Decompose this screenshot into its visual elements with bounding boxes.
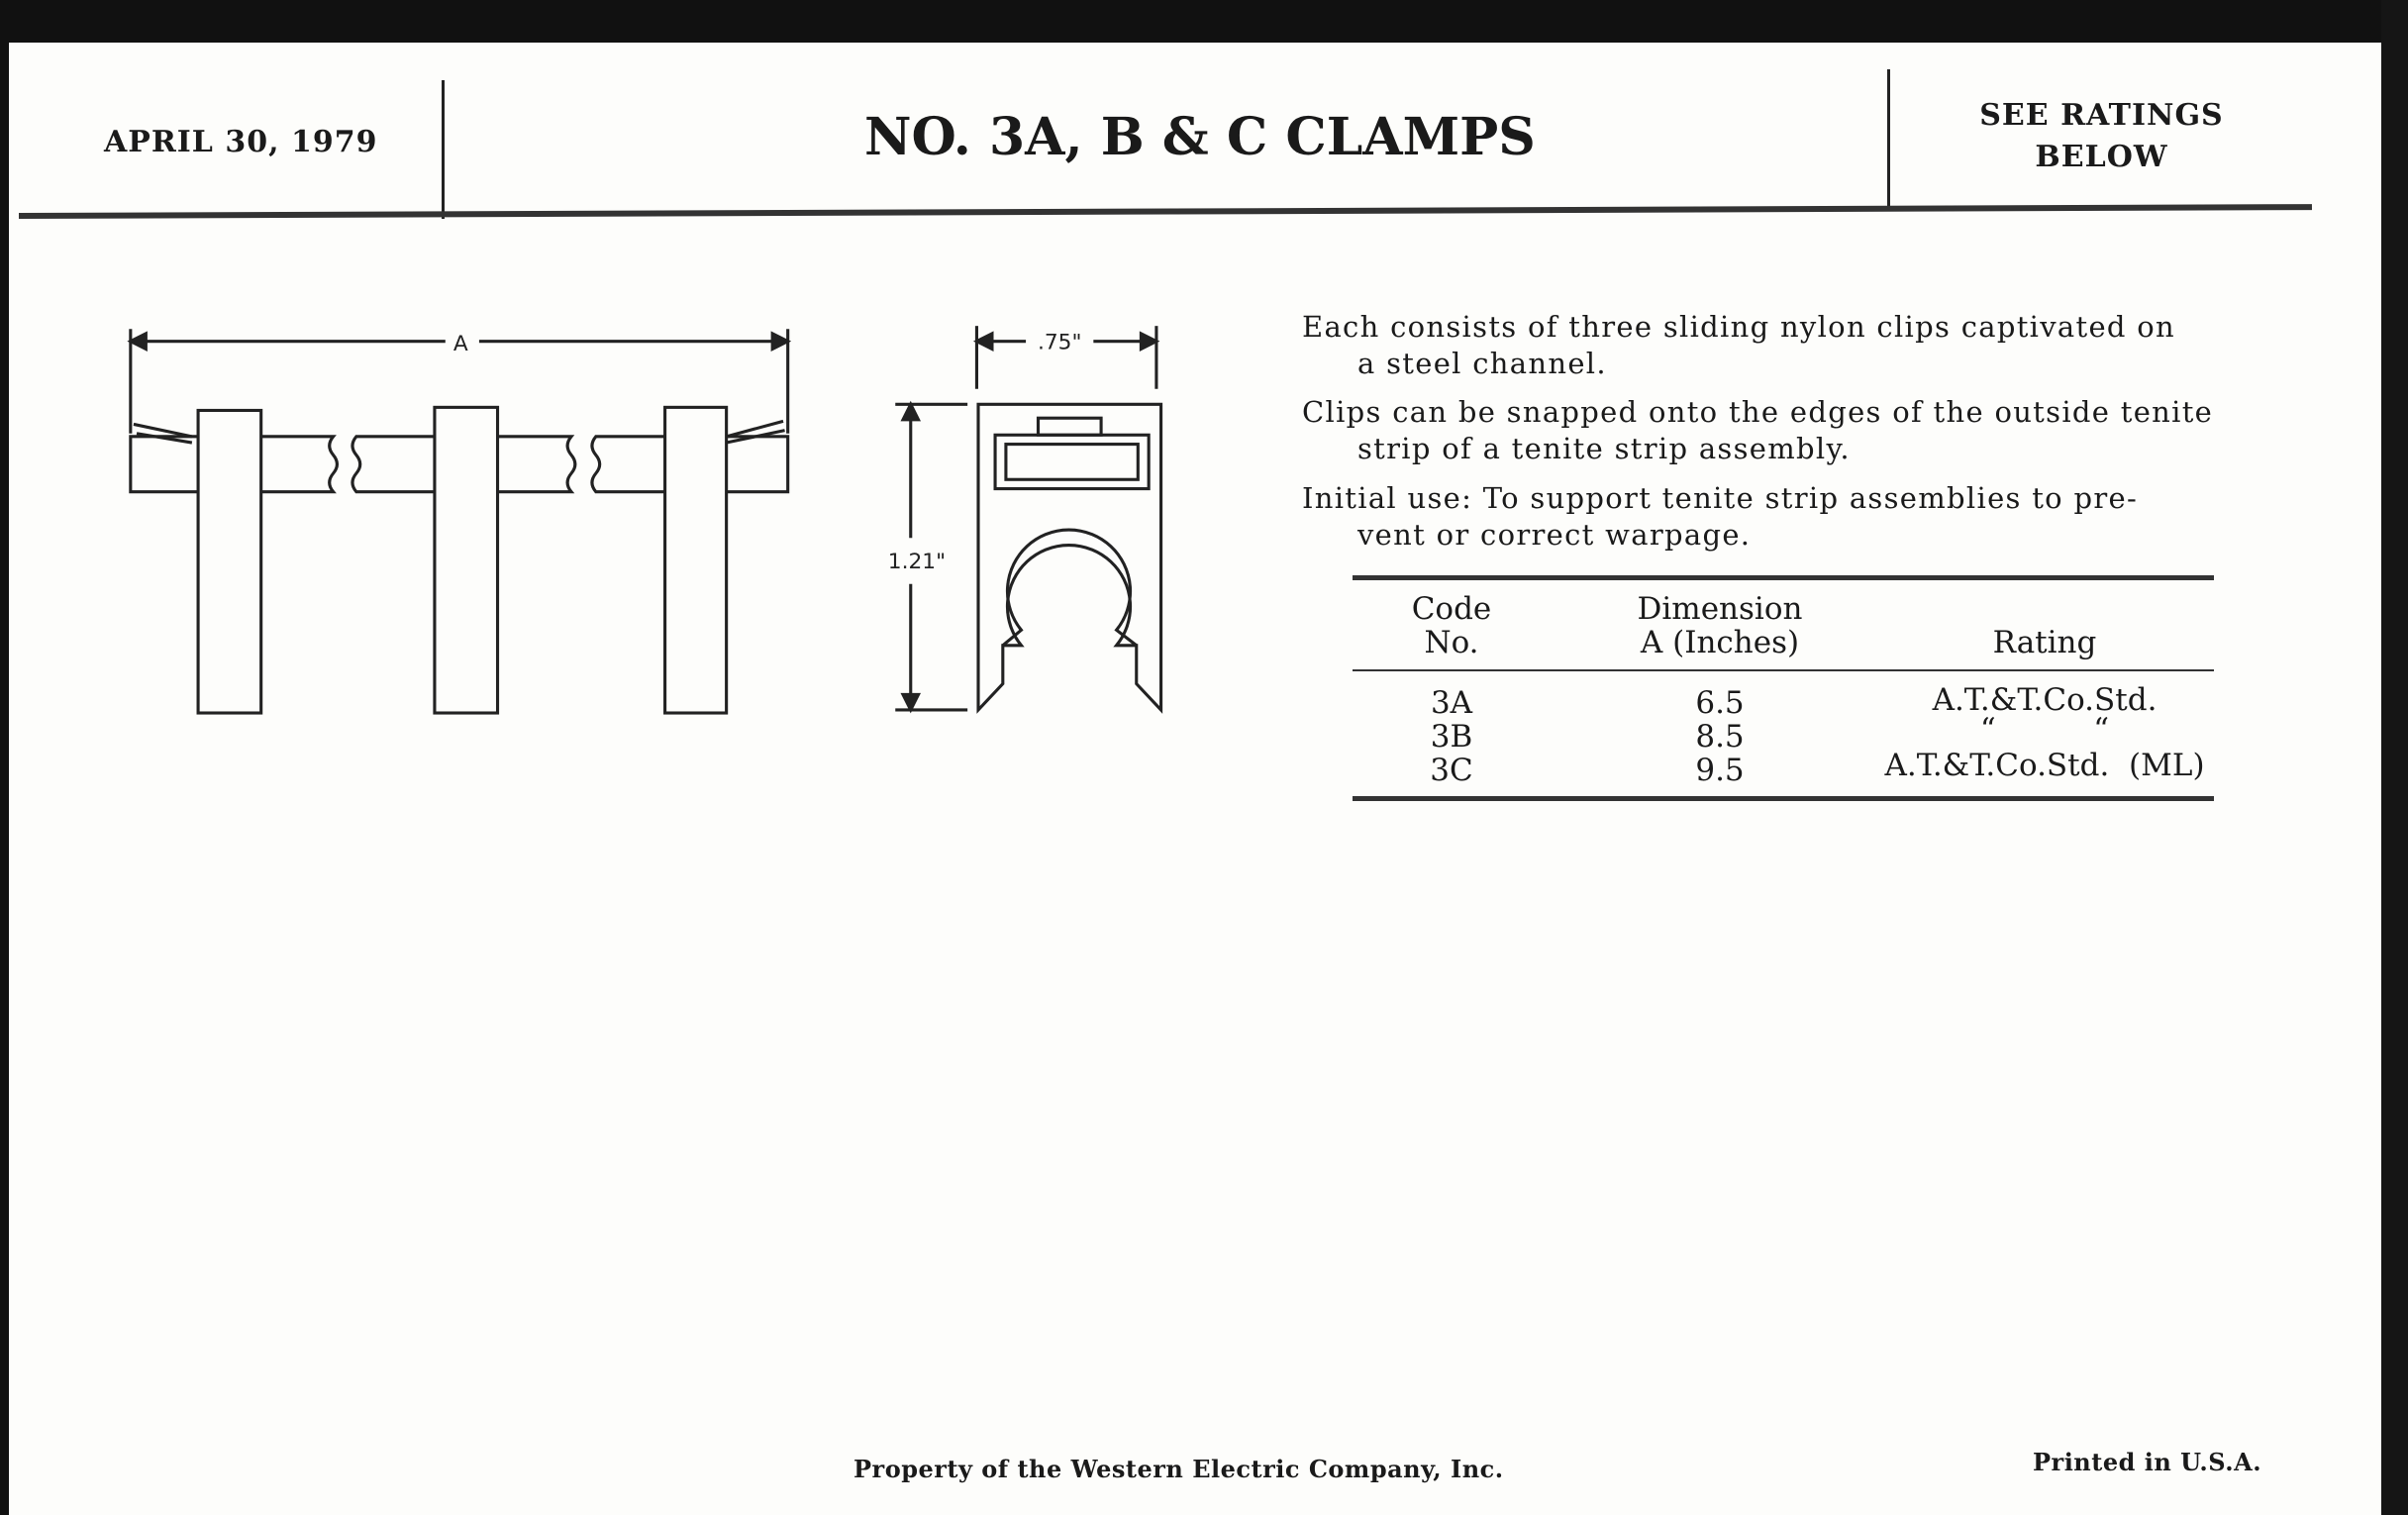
height-dimension-label: 1.21" bbox=[888, 550, 946, 574]
header-dimension: Dimension A (Inches) bbox=[1571, 592, 1868, 659]
cell-dimension: 6.5 bbox=[1695, 685, 1745, 721]
header-rating: Rating bbox=[1992, 625, 2097, 660]
description-line: a steel channel. bbox=[1357, 347, 1607, 380]
header-text: Dimension bbox=[1637, 591, 1803, 627]
cell-rating: A.T.&T.Co.Std. bbox=[1932, 682, 2157, 718]
cell-rating: “ “ bbox=[1979, 712, 2110, 748]
description-line: Initial use: To support tenite strip ass… bbox=[1302, 481, 2139, 515]
header-code: Code No. bbox=[1353, 592, 1551, 659]
cell-dimension: 8.5 bbox=[1695, 719, 1745, 755]
header-divider bbox=[442, 80, 445, 219]
header-text: A (Inches) bbox=[1640, 625, 1800, 660]
page-title: NO. 3A, B & C CLAMPS bbox=[864, 107, 1536, 167]
ratings-note: SEE RATINGS BELOW bbox=[1941, 95, 2262, 178]
cell-code: 3B bbox=[1430, 719, 1473, 755]
document-page bbox=[9, 43, 2381, 1515]
ratings-note-line: BELOW bbox=[2035, 140, 2168, 174]
header-divider bbox=[1887, 69, 1890, 208]
description-line: vent or correct warpage. bbox=[1357, 518, 1752, 552]
clamp-assembly-drawing bbox=[127, 329, 792, 715]
cell-code: 3C bbox=[1430, 753, 1473, 788]
header-text: No. bbox=[1424, 625, 1479, 660]
description-line: strip of a tenite strip assembly. bbox=[1357, 432, 1851, 465]
scan-border bbox=[2381, 0, 2408, 1515]
description-paragraph: Initial use: To support tenite strip ass… bbox=[1302, 480, 2272, 554]
date: APRIL 30, 1979 bbox=[104, 125, 378, 159]
table-header-rule bbox=[1353, 669, 2214, 671]
cell-dimension: 9.5 bbox=[1695, 753, 1745, 788]
dimension-a-label: A bbox=[453, 332, 468, 356]
description-paragraph: Clips can be snapped onto the edges of t… bbox=[1302, 394, 2272, 467]
property-notice: Property of the Western Electric Company… bbox=[853, 1455, 1504, 1483]
description-line: Clips can be snapped onto the edges of t… bbox=[1302, 395, 2214, 429]
description-paragraph: Each consists of three sliding nylon cli… bbox=[1302, 309, 2272, 382]
cell-rating: A.T.&T.Co.Std. (ML) bbox=[1884, 748, 2205, 783]
header-text: Code bbox=[1411, 591, 1492, 627]
cell-code: 3A bbox=[1430, 685, 1473, 721]
printed-notice: Printed in U.S.A. bbox=[2033, 1448, 2262, 1476]
clip-profile-drawing bbox=[895, 326, 1163, 714]
ratings-note-line: SEE RATINGS bbox=[1979, 98, 2224, 133]
description-line: Each consists of three sliding nylon cli… bbox=[1302, 310, 2176, 344]
table-bottom-rule bbox=[1353, 796, 2214, 801]
table-top-rule bbox=[1353, 575, 2214, 580]
width-dimension-label: .75" bbox=[1038, 330, 1082, 354]
